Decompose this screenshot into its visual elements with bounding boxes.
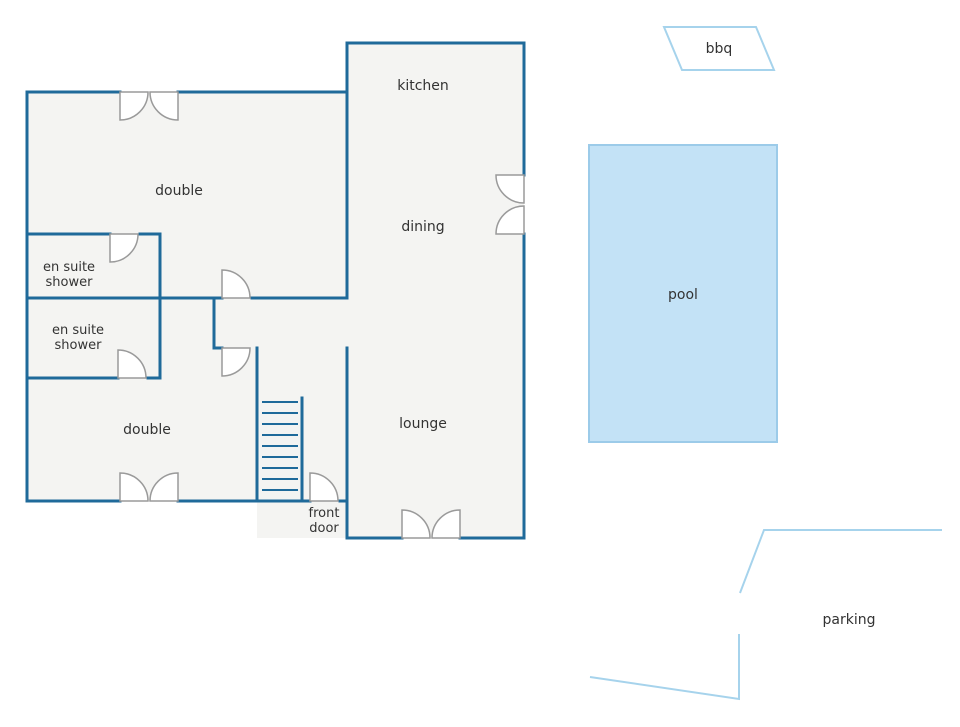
wall-right-wing-east-lower	[458, 232, 526, 540]
label-parking: parking	[823, 612, 876, 628]
door-lounge-south-right	[431, 509, 461, 539]
staircase	[262, 401, 298, 491]
label-ensuite-1-line1: en suite	[43, 260, 95, 275]
doors	[109, 91, 525, 539]
door-lower-double-corridor	[221, 347, 251, 377]
label-lounge: lounge	[399, 416, 447, 432]
door-lounge-south-left	[401, 509, 431, 539]
label-ensuite-1-line2: shower	[46, 275, 94, 290]
door-ensuite-1	[109, 233, 139, 263]
door-dining-east-bottom	[495, 205, 525, 235]
wall-right-wing-top	[345, 41, 526, 300]
label-bbq: bbq	[706, 41, 733, 57]
parking-area	[589, 529, 942, 701]
label-double-upper: double	[155, 183, 203, 199]
label-front-door-line2: door	[309, 521, 339, 536]
label-double-lower: double	[123, 422, 171, 438]
floor-right-wing	[347, 43, 524, 538]
door-upper-double-north-left	[119, 91, 149, 121]
wall-corridor-west	[212, 296, 224, 350]
wall-ensuite-1-b	[138, 232, 162, 300]
wall-ensuite-2-b	[146, 296, 162, 380]
label-front-door-line1: front	[309, 506, 340, 521]
door-ensuite-2	[117, 349, 147, 379]
label-pool: pool	[668, 287, 698, 303]
label-ensuite-2-line2: shower	[55, 338, 103, 353]
parking-boundary-top	[739, 529, 942, 594]
door-lower-double-south-right	[149, 472, 179, 502]
bbq-area	[662, 26, 776, 71]
wall-lounge-south-left	[345, 346, 404, 540]
door-front	[309, 472, 339, 502]
walls	[25, 41, 526, 540]
label-ensuite-2-line1: en suite	[52, 323, 104, 338]
parking-boundary-bottom	[589, 634, 740, 701]
label-kitchen: kitchen	[397, 78, 449, 94]
door-upper-double-corridor	[221, 269, 251, 299]
floor-area	[27, 43, 524, 538]
pool-area	[588, 144, 778, 443]
door-lower-double-south-left	[119, 472, 149, 502]
door-dining-east-top	[495, 174, 525, 204]
door-upper-double-north-right	[149, 91, 179, 121]
label-dining: dining	[401, 219, 444, 235]
